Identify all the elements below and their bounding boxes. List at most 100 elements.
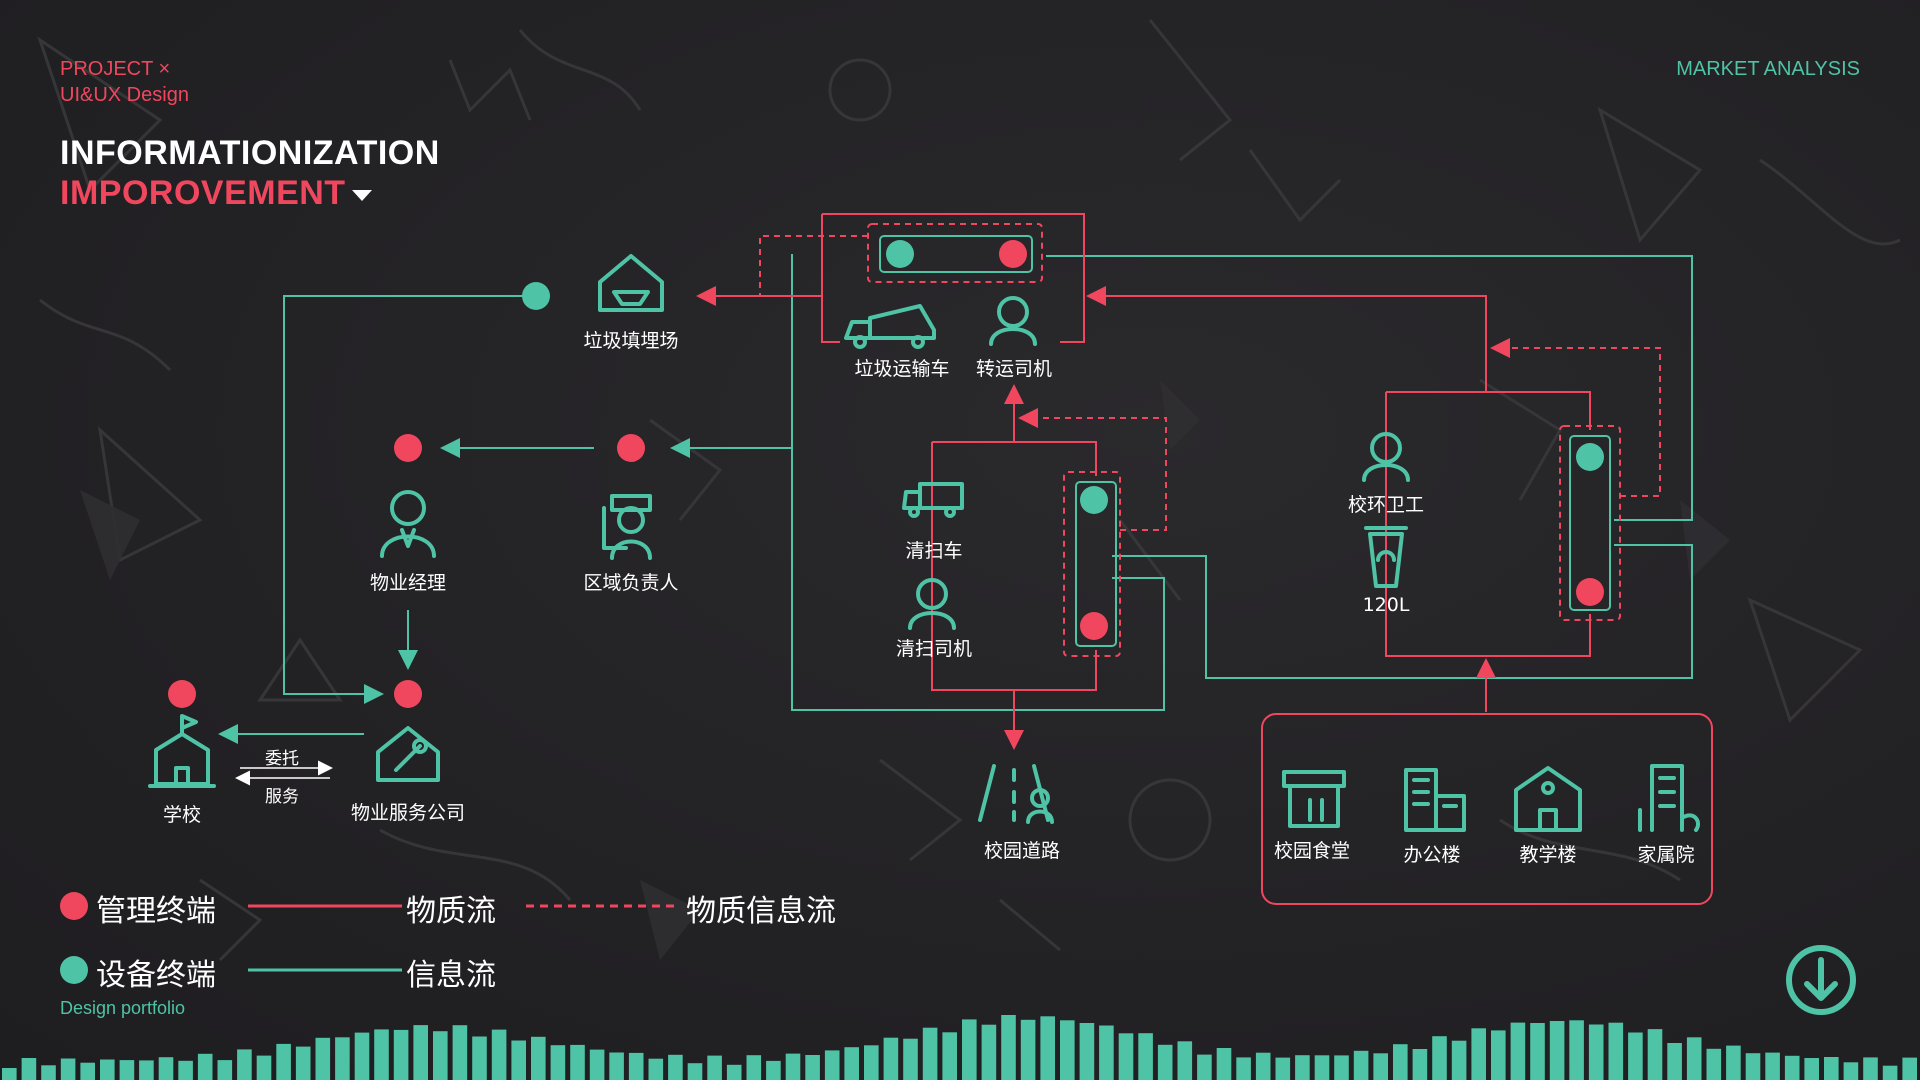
equalizer-bar — [452, 1025, 468, 1080]
equalizer-bar — [295, 1046, 311, 1080]
equalizer-bar — [1275, 1057, 1291, 1080]
garbage-truck-icon — [844, 304, 936, 349]
equalizer-bar — [570, 1044, 585, 1080]
equalizer-bar — [1843, 1062, 1859, 1080]
equalizer-bar — [100, 1059, 115, 1080]
management-dot-mid — [1080, 612, 1108, 640]
equalizer-bar — [922, 1027, 938, 1080]
device-dot-landfill — [522, 282, 550, 310]
management-dot-company — [394, 680, 422, 708]
equalizer-bar — [903, 1038, 918, 1080]
equalizer-bar — [746, 1055, 762, 1080]
equalizer-bar — [433, 1031, 448, 1080]
device-dot-top-left — [886, 240, 914, 268]
node-label-property-manager: 物业经理 — [369, 572, 447, 594]
equalizer-bar — [1236, 1057, 1251, 1080]
equalizer-bar — [589, 1049, 605, 1080]
equalizer-bar — [1863, 1057, 1878, 1080]
equalizer-bar — [1882, 1065, 1898, 1080]
equalizer-bar — [805, 1055, 820, 1080]
driver-icon — [989, 296, 1037, 346]
equalizer-bar — [1079, 1023, 1095, 1080]
equalizer-bar — [1255, 1052, 1271, 1080]
equalizer-bar — [1295, 1055, 1310, 1080]
equalizer-bar — [119, 1060, 135, 1080]
equalizer-bar — [80, 1062, 95, 1080]
node-label-area-supervisor: 区域负责人 — [583, 572, 679, 594]
equalizer-bar — [1549, 1021, 1565, 1080]
equalizer-bar — [1157, 1044, 1173, 1080]
legend-management-terminal: 管理终端 — [96, 894, 216, 929]
equalizer-bar — [1197, 1054, 1212, 1080]
legend-info-flow: 信息流 — [406, 958, 496, 993]
equalizer-bar — [1667, 1043, 1682, 1080]
equalizer-bar — [1118, 1033, 1134, 1080]
node-label-campus-road: 校园道路 — [983, 840, 1061, 862]
equalizer-bar — [1432, 1036, 1447, 1080]
equalizer-bar — [413, 1025, 428, 1080]
equalizer-bar — [609, 1052, 624, 1080]
wrench-house-icon — [376, 726, 440, 782]
equalizer-bar — [1001, 1015, 1016, 1080]
equalizer-bar — [550, 1045, 566, 1080]
equalizer-bar — [1393, 1044, 1408, 1080]
node-label-office: 办公楼 — [1403, 844, 1461, 866]
equalizer-bar — [785, 1053, 801, 1080]
page-subtitle: IMPOROVEMENT — [60, 174, 346, 212]
equalizer-bar — [21, 1058, 37, 1080]
equalizer-bar — [824, 1050, 840, 1080]
equalizer-bar — [256, 1055, 272, 1080]
node-label-sanitation-worker: 校环卫工 — [1347, 494, 1425, 516]
device-dot-mid — [1080, 486, 1108, 514]
equalizer-bar — [276, 1043, 291, 1080]
equalizer-bar — [1373, 1053, 1388, 1080]
service-label: 服务 — [265, 787, 299, 807]
dropdown-caret-icon[interactable] — [352, 190, 372, 201]
entrust-label: 委托 — [265, 749, 299, 769]
equalizer-bar — [1451, 1040, 1467, 1080]
legend-device-terminal: 设备终端 — [96, 958, 216, 993]
equalizer-bar — [726, 1064, 742, 1080]
driver-icon — [908, 578, 956, 630]
equalizer-bar — [1530, 1023, 1545, 1080]
road-people-icon — [978, 764, 1054, 824]
equalizer-bar — [41, 1065, 56, 1080]
node-label-residence: 家属院 — [1637, 844, 1695, 866]
trash-bin-icon — [1364, 526, 1408, 588]
management-dot-top-right — [999, 240, 1027, 268]
equalizer-bar — [1745, 1053, 1761, 1080]
arrow-down-circle-icon[interactable] — [1786, 945, 1856, 1015]
node-label-transfer-driver: 转运司机 — [975, 358, 1053, 380]
house-landfill-icon — [598, 254, 664, 312]
equalizer-bar — [531, 1036, 546, 1080]
node-label-canteen: 校园食堂 — [1273, 840, 1351, 862]
equalizer-bar — [1765, 1052, 1780, 1080]
equalizer-bar — [1099, 1025, 1114, 1080]
node-label-bin: 120L — [1362, 594, 1410, 616]
teaching-building-icon — [1514, 766, 1582, 832]
equalizer-bar — [139, 1060, 154, 1080]
management-dot-right — [1576, 578, 1604, 606]
equalizer-bar — [158, 1057, 174, 1080]
equalizer-bar — [707, 1055, 722, 1080]
equalizer-bar — [354, 1032, 370, 1080]
equalizer-bar — [1824, 1057, 1839, 1080]
node-label-school: 学校 — [162, 804, 202, 826]
project-label: PROJECT × — [60, 58, 171, 80]
legend-material-info-flow: 物质信息流 — [686, 894, 836, 929]
equalizer-bar — [1491, 1030, 1506, 1080]
legend-management-dot — [60, 892, 88, 920]
residence-icon — [1638, 764, 1701, 832]
equalizer-bar — [511, 1040, 526, 1080]
equalizer-bar — [2, 1068, 17, 1080]
portfolio-label: Design portfolio — [60, 998, 186, 1018]
node-label-garbage-truck: 垃圾运输车 — [854, 358, 950, 380]
equalizer-bar — [472, 1036, 487, 1080]
equalizer-bar — [217, 1060, 233, 1080]
canteen-icon — [1282, 770, 1346, 828]
legend-material-flow: 物质流 — [406, 894, 496, 929]
equalizer-bar — [1412, 1049, 1428, 1080]
